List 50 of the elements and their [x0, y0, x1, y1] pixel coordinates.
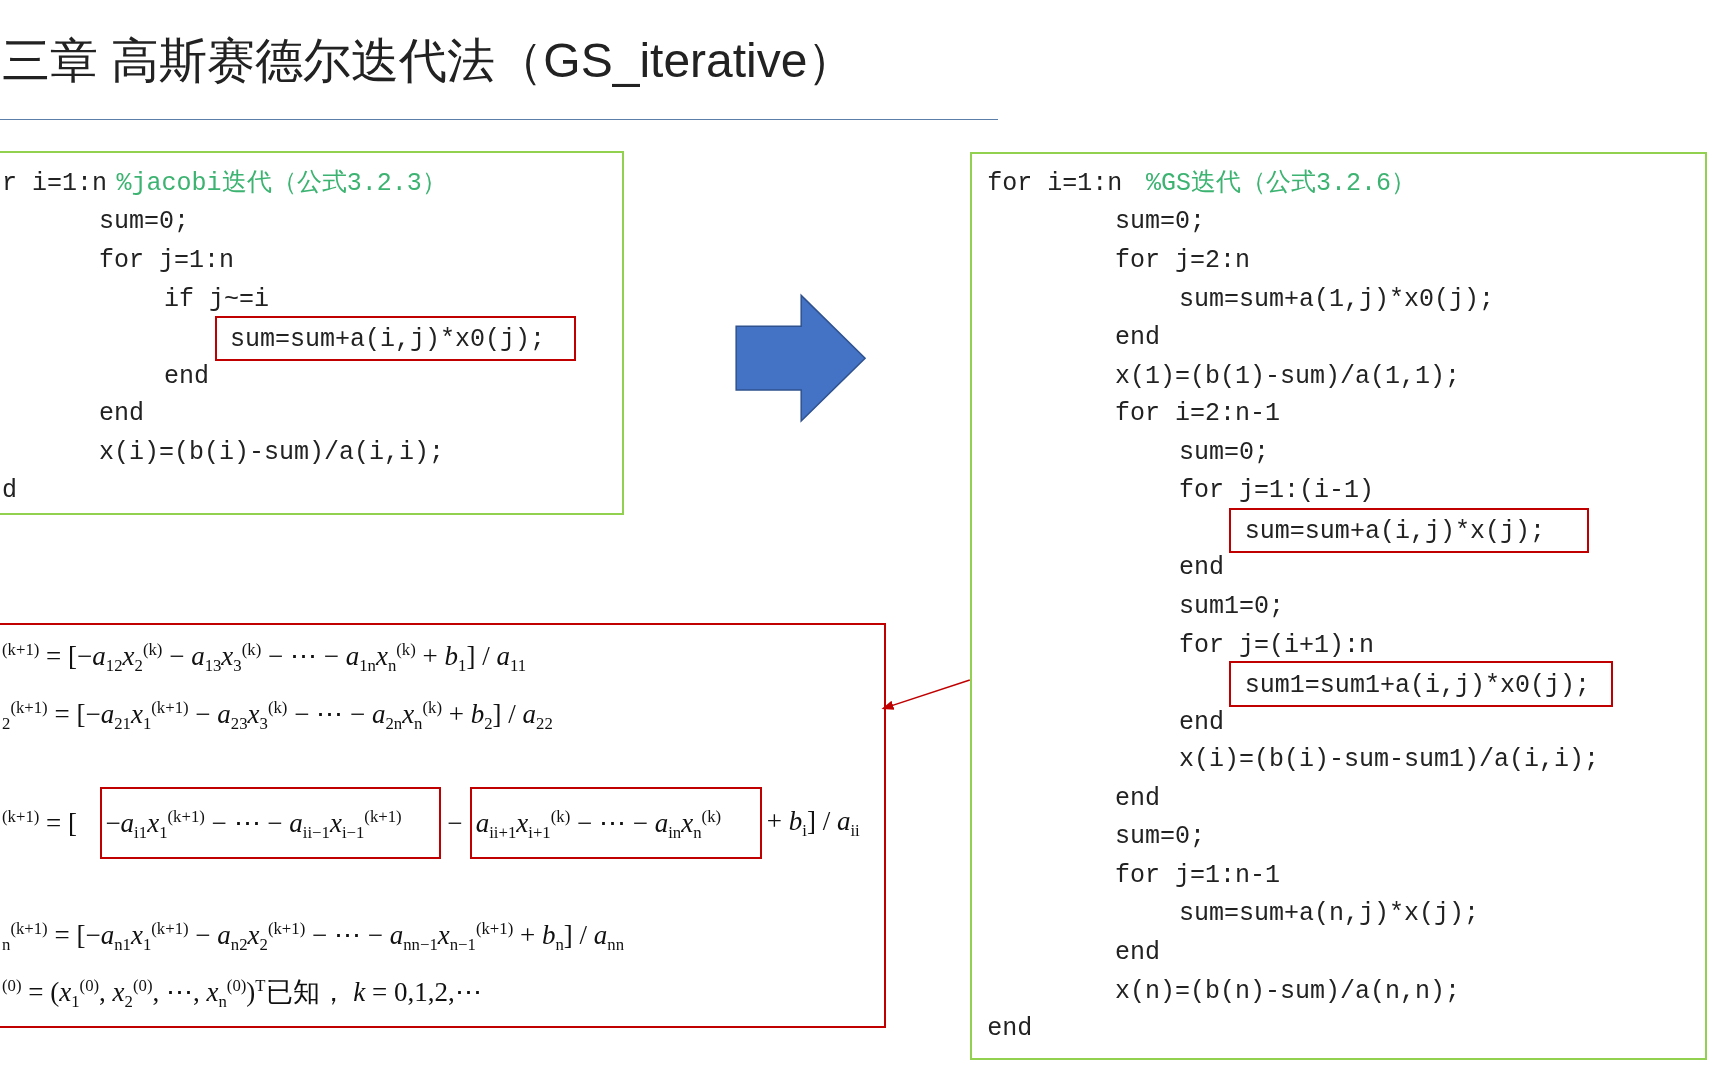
code-line: sum=sum+a(i,j)*x0(j); — [229, 325, 545, 356]
code-line: sum=0; — [1115, 822, 1206, 853]
slide-title: 三章 高斯赛德尔迭代法（GS_iterative） — [2, 32, 856, 89]
code-line: end — [1115, 783, 1161, 814]
code-line: end — [98, 399, 144, 430]
code-line: sum=sum+a(n,j)*x(j); — [1178, 899, 1479, 930]
code-comment: %jacobi迭代（公式3.2.3） — [116, 168, 447, 199]
code-line: end — [1115, 323, 1161, 354]
formula-text: $^{(0)}$ = (x$_{1}$$^{(0)}$, x$_{2}$$^{(0)}$, ⋯, x$_{n}$$^{(0)}$)$^{T}$已知， k = 0,1,2,⋯ — [2, 975, 482, 1013]
code-line: for j=(i+1):n — [1178, 630, 1374, 661]
highlight-box — [470, 786, 763, 860]
code-line: for i=1:n — [987, 168, 1123, 199]
code-line: end — [987, 1014, 1033, 1045]
formula-text: $^{(k+1)}$ = [−a$_{12}$x$_{2}$$^{(k)}$ − a$_{13}$x$_{3}$$^{(k)}$ − ⋯ − a$_{1n}$x$_{n}$$^{(k)}$ + b$_{1}$] / a$_{11}$ — [2, 639, 527, 676]
code-line: sum=sum+a(i,j)*x(j); — [1244, 516, 1545, 547]
code-panel — [969, 152, 1708, 1061]
code-line: end — [1115, 938, 1161, 969]
code-line: for j=2:n — [1115, 245, 1251, 276]
highlight-box — [1228, 661, 1614, 708]
code-line: x(1)=(b(1)-sum)/a(1,1); — [1115, 361, 1461, 392]
arrow — [881, 679, 971, 710]
code-line: if j~=i — [164, 284, 270, 315]
formula-panel — [0, 622, 887, 1029]
code-line: end — [1178, 707, 1224, 738]
code-line: x(i)=(b(i)-sum-sum1)/a(i,i); — [1178, 745, 1600, 776]
code-line: sum=0; — [1115, 207, 1206, 238]
code-line: sum=0; — [1178, 437, 1269, 468]
code-line: end — [1178, 553, 1224, 584]
code-line: sum1=0; — [1178, 592, 1284, 622]
highlight-box — [1228, 507, 1589, 553]
code-line: x(i)=(b(i)-sum)/a(i,i); — [98, 437, 445, 468]
code-line: end — [164, 361, 209, 392]
code-comment: %GS迭代（公式3.2.6） — [1145, 168, 1416, 199]
formula-text: + b$_{i}$] / a$_{ii}$ — [766, 804, 860, 842]
code-line: for i=2:n-1 — [1115, 399, 1281, 430]
formula-text: − — [447, 806, 463, 840]
highlight-box — [214, 316, 577, 362]
block-arrow — [735, 293, 867, 423]
code-line: sum1=sum1+a(i,j)*x0(j); — [1244, 671, 1590, 702]
code-line: for j=1:(i-1) — [1178, 476, 1374, 507]
code-line: d — [2, 476, 17, 507]
code-line: r i=1:n — [2, 168, 108, 199]
highlight-box — [100, 786, 441, 860]
code-panel — [0, 150, 624, 515]
code-line: sum=0; — [98, 207, 189, 238]
code-line: x(n)=(b(n)-sum)/a(n,n); — [1115, 976, 1461, 1007]
code-line: for j=1:n-1 — [1115, 860, 1281, 891]
formula-text: $^{(k+1)}$ = [ — [2, 806, 78, 840]
code-line: for j=1:n — [98, 245, 234, 276]
code-line: sum=sum+a(1,j)*x0(j); — [1178, 284, 1494, 315]
